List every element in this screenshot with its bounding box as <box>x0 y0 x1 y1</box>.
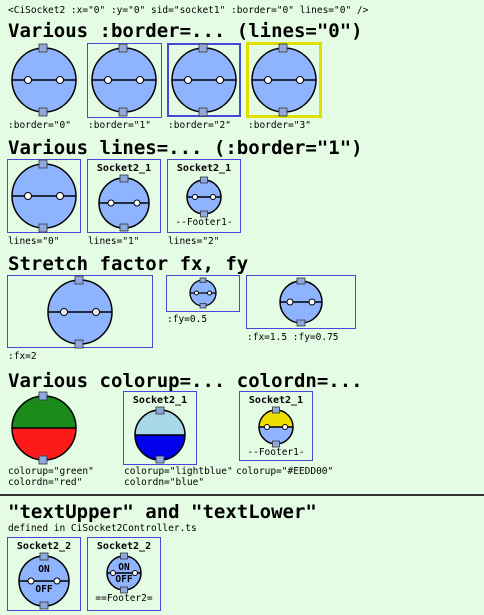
socket-text-2[interactable] <box>104 552 144 594</box>
socket-frame-border-3[interactable] <box>246 42 322 118</box>
caption-border-3: :border="3" <box>248 120 311 131</box>
top-code-line: <CiSocket2 :x="0" :y="0" sid="socket1" :… <box>8 5 369 16</box>
socket-border-0[interactable] <box>8 43 80 117</box>
caption-fx2: :fx=2 <box>8 351 37 362</box>
socket-fy05[interactable] <box>188 277 218 309</box>
caption-lines-1: lines="1" <box>88 236 140 247</box>
caption-green-red: colorup="green" colordn="red" <box>8 466 94 488</box>
heading-border: Various :border=... (lines="0") <box>8 20 363 42</box>
socket-yellow[interactable] <box>256 406 296 448</box>
socket-border-2[interactable] <box>168 43 240 117</box>
socket-border-1[interactable] <box>88 43 160 117</box>
subheading-text: defined in CiSocket2Controller.ts <box>8 523 197 534</box>
caption-border-2: :border="2" <box>168 120 231 131</box>
socket-frame-fx15-fy075[interactable] <box>246 275 356 329</box>
socket-frame-lines-1[interactable] <box>87 159 161 233</box>
socket-title: Socket2_1 <box>176 163 232 174</box>
socket-frame-text-1[interactable] <box>7 537 81 611</box>
socket-lines-0[interactable] <box>8 159 80 233</box>
socket-text-1[interactable] <box>16 552 72 610</box>
caption-border-1: :border="1" <box>88 120 151 131</box>
socket-upper-text: ON <box>38 564 50 575</box>
socket-upper-text: ON <box>118 562 130 573</box>
caption-fy05: :fy=0.5 <box>167 314 208 325</box>
socket-footer: --Footer1- <box>175 217 233 228</box>
socket-footer: ==Footer2= <box>95 593 153 604</box>
socket-frame-yellow[interactable] <box>239 391 313 461</box>
socket-frame-border-1[interactable] <box>87 43 162 118</box>
socket-title: Socket2_1 <box>132 395 188 406</box>
caption-lines-2: lines="2" <box>168 236 220 247</box>
socket-frame-lines-2[interactable] <box>167 159 241 233</box>
socket-lower-text: OFF <box>115 574 133 585</box>
socket-title: Socket2_2 <box>96 541 152 552</box>
socket-title: Socket2_1 <box>96 163 152 174</box>
heading-lines: Various lines=... (:border="1") <box>8 137 363 159</box>
socket-title: Socket2_2 <box>16 541 72 552</box>
caption-border-0: :border="0" <box>8 120 71 131</box>
caption-lightblue-blue: colorup="lightblue" colordn="blue" <box>124 466 233 488</box>
caption-yellow: colorup="#EEDD00" <box>236 466 334 477</box>
socket-border-3[interactable] <box>248 43 320 117</box>
socket-frame-text-2[interactable] <box>87 537 161 611</box>
section-divider <box>0 494 484 496</box>
heading-stretch: Stretch factor fx, fy <box>8 253 249 275</box>
socket-frame-lightblue-blue[interactable] <box>123 391 197 465</box>
socket-lines-2[interactable] <box>184 176 224 218</box>
socket-fx15-fy075[interactable] <box>277 277 325 327</box>
socket-title: Socket2_1 <box>248 395 304 406</box>
heading-colors: Various colorup=... colordn=... <box>8 370 363 392</box>
socket-fx2[interactable] <box>44 275 116 349</box>
socket-frame-lines-0[interactable] <box>7 159 81 233</box>
socket-lightblue-blue[interactable] <box>132 406 188 464</box>
caption-lines-0: lines="0" <box>8 236 60 247</box>
socket-footer: --Footer1- <box>247 447 305 458</box>
socket-lines-1[interactable] <box>96 174 152 232</box>
socket-green-red[interactable] <box>8 391 80 465</box>
heading-text: "textUpper" and "textLower" <box>8 501 317 523</box>
socket-frame-fy05[interactable] <box>166 275 240 312</box>
socket-lower-text: OFF <box>35 584 53 595</box>
caption-fx15-fy075: :fx=1.5 :fy=0.75 <box>247 332 339 343</box>
